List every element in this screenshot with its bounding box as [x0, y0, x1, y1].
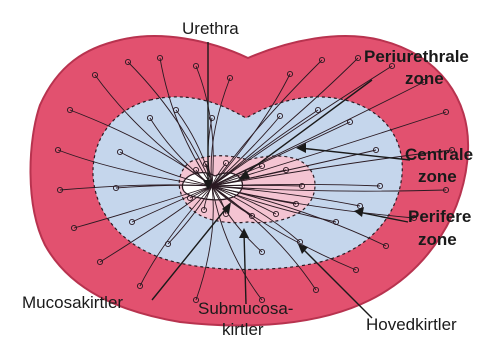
label-submucosal-line2: kirtler: [222, 320, 264, 339]
label-peripheral-line1: Perifere: [408, 207, 471, 226]
label-submucosal-line1: Submucosa-: [198, 299, 293, 318]
label-urethra: Urethra: [182, 19, 239, 38]
label-periurethral-line2: zone: [405, 69, 444, 88]
label-mucosal-glands: Mucosakirtler: [22, 293, 123, 312]
label-main-glands: Hovedkirtler: [366, 315, 457, 334]
label-central-line1: Centrale: [405, 145, 473, 164]
label-central-line2: zone: [418, 167, 457, 186]
label-periurethral-line1: Periurethrale: [364, 47, 469, 66]
label-peripheral-line2: zone: [418, 230, 457, 249]
